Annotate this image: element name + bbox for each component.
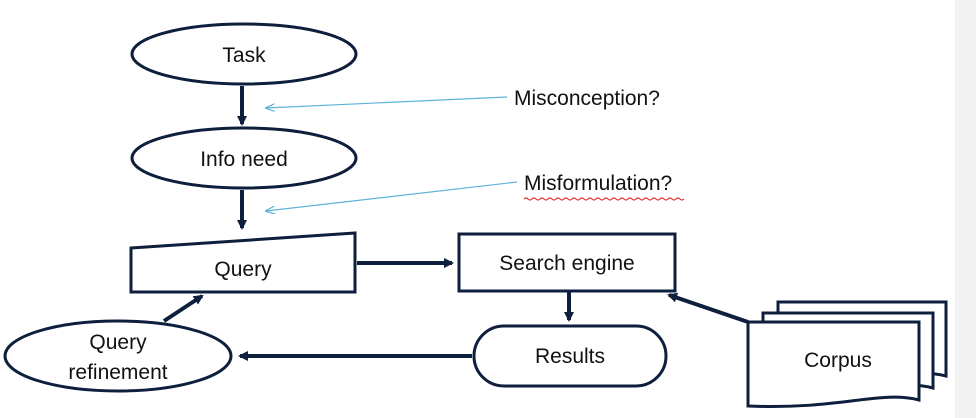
arrow-query-refinement-to-query: [162, 294, 204, 323]
results-label: Results: [535, 345, 605, 368]
misformulation-note: Misformulation?: [524, 172, 672, 195]
misconception-pointer: [266, 96, 508, 108]
arrow-corpus-to-search-engine: [667, 292, 749, 324]
corpus-node: Corpus: [746, 300, 948, 409]
query-refinement-label-line1: Query: [89, 331, 147, 354]
search-engine-label: Search engine: [499, 252, 634, 275]
window-edge-strip: [955, 0, 976, 418]
task-label: Task: [222, 44, 266, 67]
misconception-note: Misconception?: [514, 87, 660, 110]
results-node: Results: [472, 324, 668, 388]
misformulation-pointer: [266, 181, 518, 211]
corpus-label: Corpus: [804, 349, 872, 372]
info-need-node: Info need: [130, 126, 358, 190]
search-engine-node: Search engine: [457, 232, 677, 293]
task-node: Task: [130, 22, 358, 86]
query-node: Query: [129, 231, 357, 294]
query-refinement-label-line2: refinement: [68, 361, 167, 384]
spellcheck-underline: [523, 197, 685, 201]
query-label: Query: [214, 258, 272, 281]
info-need-label: Info need: [200, 148, 288, 171]
query-refinement-node: Query refinement: [3, 319, 233, 393]
